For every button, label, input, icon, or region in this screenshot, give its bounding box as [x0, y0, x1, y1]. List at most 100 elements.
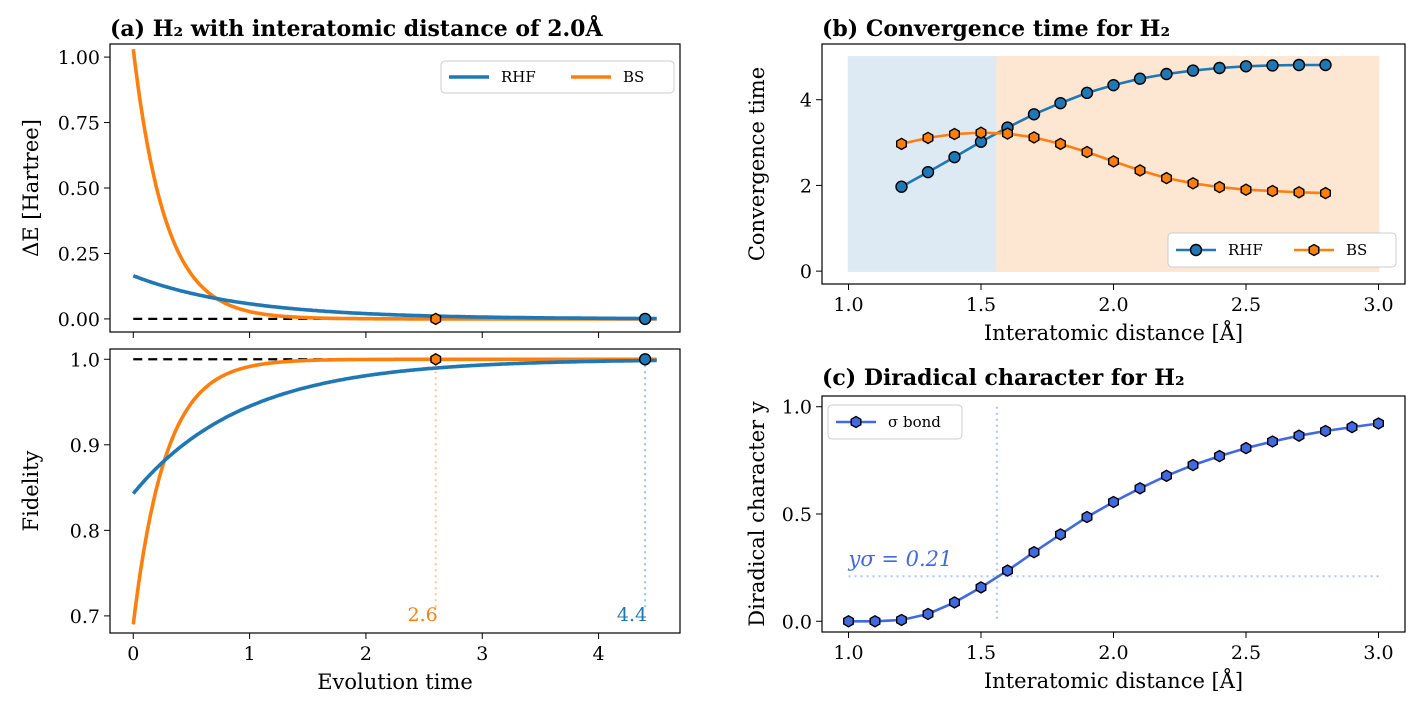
data-point-sigma: [975, 581, 987, 594]
data-point-rhf: [1319, 58, 1332, 72]
convergence-time-label: 2.6: [407, 604, 437, 626]
data-point-sigma: [1028, 545, 1040, 559]
data-point-sigma: [896, 613, 907, 627]
legend-label-bs: BS: [623, 68, 644, 86]
data-point-bs: [1266, 184, 1279, 198]
panel-c-title: (c) Diradical character for H₂: [822, 365, 1185, 391]
data-point-bs: [1054, 137, 1067, 151]
x-tick-label: 1: [244, 643, 256, 665]
data-point-bs: [949, 127, 960, 141]
data-point-rhf: [1160, 67, 1173, 81]
x-tick-label: 1.0: [833, 642, 863, 664]
y-axis-label: Fidelity: [19, 450, 43, 531]
legend-box: [827, 404, 963, 440]
data-point-sigma: [1213, 449, 1226, 463]
x-tick-label: 0: [127, 643, 139, 665]
data-point-rhf: [1107, 78, 1120, 92]
y-axis-label: ΔE [Hartree]: [19, 119, 43, 257]
data-point-bs: [975, 126, 987, 140]
convergence-marker-rhf: [638, 353, 652, 366]
legend-marker-sigma: [850, 415, 862, 429]
data-point-bs: [1187, 176, 1199, 190]
legend-label-bs: BS: [1346, 241, 1367, 259]
data-point-sigma: [1107, 495, 1120, 509]
legend-label-rhf: RHF: [1228, 241, 1263, 259]
data-point-rhf: [1186, 64, 1200, 77]
x-tick-label: 2.5: [1231, 642, 1261, 664]
series-line-bs: [131, 357, 657, 625]
data-point-rhf: [921, 165, 935, 179]
y-tick-label: 4: [800, 90, 812, 112]
data-point-bs: [1240, 183, 1252, 197]
data-point-rhf: [948, 150, 961, 164]
convergence-time-label: 4.4: [617, 604, 647, 626]
legend-box: [440, 60, 675, 94]
data-point-sigma: [1187, 458, 1199, 472]
data-point-bs: [896, 137, 907, 151]
y-tick-label: 0.8: [70, 520, 100, 542]
legend-marker-bs: [1308, 243, 1320, 257]
data-point-rhf: [1292, 58, 1306, 72]
data-point-sigma: [1293, 429, 1305, 443]
data-point-sigma: [1081, 510, 1093, 524]
y-axis-label: Diradical character y: [745, 401, 769, 627]
data-point-bs: [1028, 131, 1040, 144]
data-point-sigma: [922, 607, 934, 621]
x-tick-label: 2.0: [1098, 294, 1128, 316]
x-tick-label: 1.0: [833, 294, 863, 316]
y-sigma-annotation: yσ = 0.21: [848, 547, 953, 571]
y-tick-label: 1.0: [70, 349, 100, 371]
y-tick-label: 0.7: [70, 606, 100, 628]
data-point-bs: [1002, 127, 1013, 140]
y-tick-label: 1.00: [58, 47, 100, 69]
y-tick-label: 2: [800, 175, 812, 197]
data-point-rhf: [1213, 61, 1226, 75]
data-point-sigma: [1372, 417, 1385, 430]
data-point-rhf: [1027, 108, 1041, 121]
x-tick-label: 3.0: [1363, 642, 1393, 664]
series-line-rhf: [131, 358, 657, 495]
legend-box: [1167, 232, 1397, 268]
data-point-bs: [1213, 180, 1226, 194]
x-tick-label: 2.5: [1231, 294, 1261, 316]
data-point-sigma: [949, 596, 960, 609]
x-tick-label: 2: [360, 643, 372, 665]
data-point-rhf: [1266, 59, 1279, 72]
data-point-sigma: [843, 614, 854, 628]
x-tick-label: 1.5: [966, 642, 996, 664]
y-tick-label: 0.9: [70, 435, 100, 457]
panel-b-title: (b) Convergence time for H₂: [822, 16, 1170, 42]
data-point-bs: [1134, 164, 1146, 177]
data-point-sigma: [1266, 435, 1279, 448]
y-axis-label: Convergence time: [745, 67, 769, 261]
convergence-marker-bs: [430, 312, 442, 326]
rhf-region: [847, 56, 998, 272]
data-point-sigma: [869, 614, 881, 628]
data-point-sigma: [1134, 481, 1146, 495]
x-axis-label: Evolution time: [317, 670, 473, 694]
y-tick-label: 0: [800, 261, 812, 283]
data-point-bs: [1293, 185, 1305, 199]
y-tick-label: 0.50: [58, 178, 100, 200]
series-line-rhf: [132, 274, 657, 321]
y-tick-label: 0.00: [58, 309, 100, 331]
data-point-rhf: [895, 180, 908, 193]
data-point-sigma: [1054, 528, 1067, 541]
data-point-rhf: [1239, 60, 1253, 73]
x-axis-label: Interatomic distance [Å]: [984, 668, 1243, 693]
legend-label-sigma: σ bond: [888, 413, 941, 431]
data-point-sigma: [1346, 420, 1358, 434]
x-tick-label: 3.0: [1363, 294, 1393, 316]
data-point-sigma: [1160, 469, 1173, 483]
y-tick-label: 0.0: [782, 611, 812, 633]
convergence-marker-rhf: [638, 312, 652, 326]
data-point-bs: [1319, 186, 1332, 200]
y-tick-label: 0.25: [58, 243, 100, 265]
data-point-bs: [1081, 145, 1093, 159]
data-point-bs: [1160, 171, 1173, 185]
